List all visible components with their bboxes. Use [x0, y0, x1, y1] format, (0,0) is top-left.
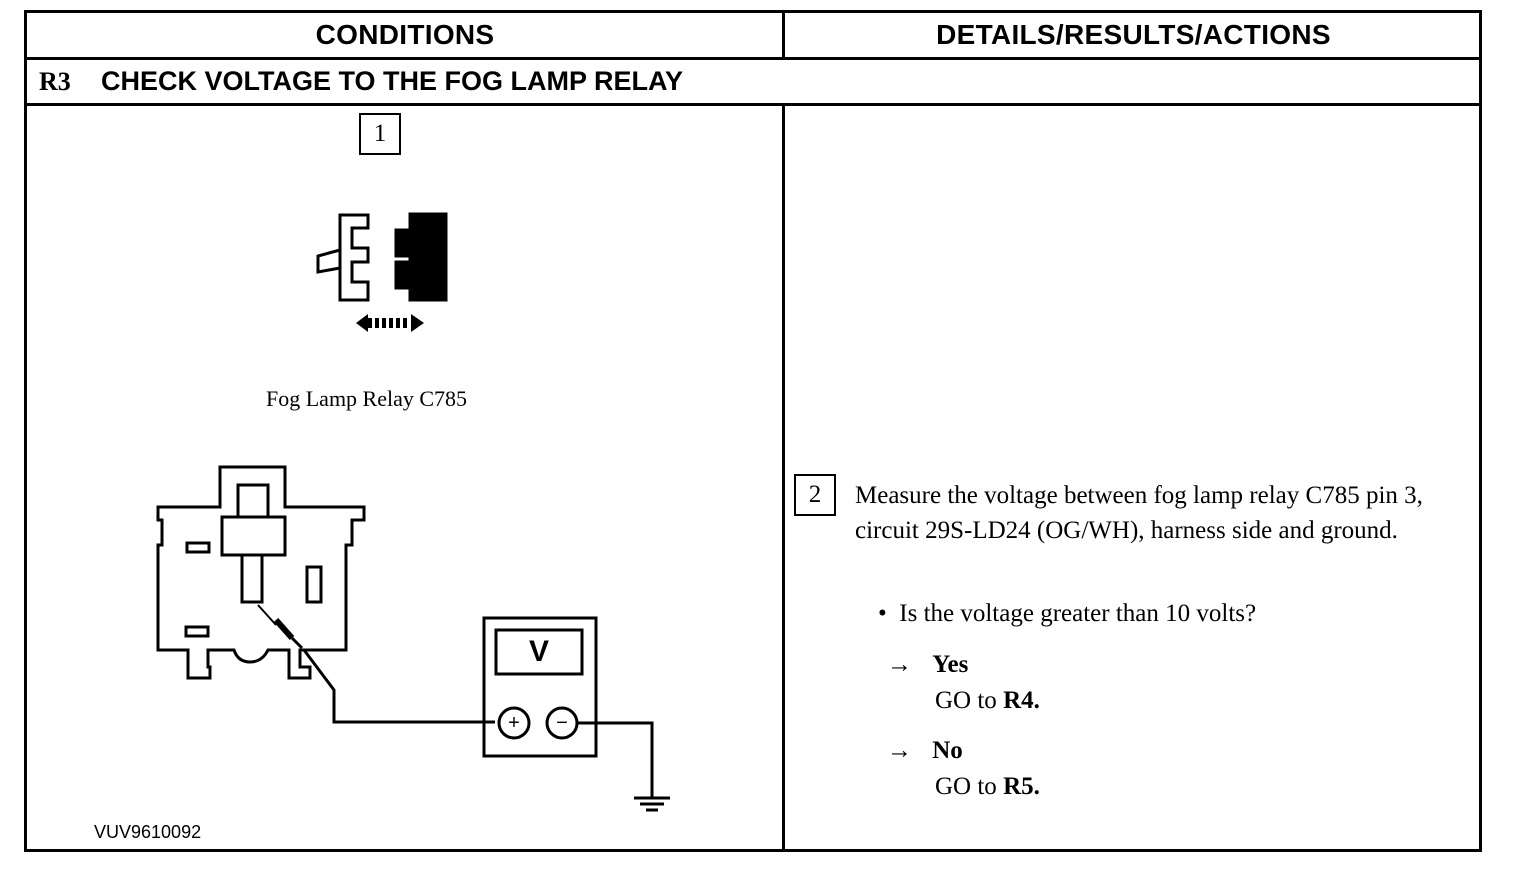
section-title: CHECK VOLTAGE TO THE FOG LAMP RELAY: [101, 66, 684, 96]
details-header: DETAILS/RESULTS/ACTIONS: [936, 19, 1331, 50]
answer-no: → No: [887, 737, 963, 765]
procedure-table: CONDITIONS DETAILS/RESULTS/ACTIONS R3 CH…: [24, 10, 1482, 852]
connector-caption: Fog Lamp Relay C785: [266, 386, 468, 411]
arrow-right-icon: →: [887, 651, 912, 678]
conditions-header: CONDITIONS: [315, 19, 495, 50]
figure-id: VUV9610092: [94, 822, 202, 842]
relay-connector-icon: [156, 465, 366, 680]
meter-minus-terminal: −: [556, 711, 568, 734]
step-2-instruction: Measure the voltage between fog lamp rel…: [855, 482, 1423, 544]
meter-plus-terminal: +: [508, 711, 520, 734]
answer-yes-action: GO to R4.: [935, 687, 1040, 715]
section-row: R3 CHECK VOLTAGE TO THE FOG LAMP RELAY: [27, 60, 1479, 103]
question-text: Is the voltage greater than 10 volts?: [899, 600, 1257, 627]
header-divider: [782, 13, 785, 60]
step-1-number: 1: [359, 113, 401, 155]
section-rule: [27, 103, 1479, 106]
answer-yes-target: R4.: [1003, 687, 1040, 714]
question: • Is the voltage greater than 10 volts?: [878, 600, 1256, 628]
answer-no-label: No: [932, 737, 963, 764]
probe-icon: [257, 604, 495, 724]
section-code: R3: [39, 66, 71, 96]
bullet: •: [878, 600, 887, 627]
step-2-number: 2: [794, 474, 836, 516]
meter-label: V: [528, 635, 549, 668]
header-rule: [27, 57, 1479, 60]
answer-yes-label: Yes: [932, 651, 969, 678]
double-arrow-icon: [356, 314, 424, 332]
answer-yes-action-prefix: GO to: [935, 687, 1004, 714]
arrow-right-icon: →: [887, 737, 912, 764]
answer-no-action-prefix: GO to: [935, 773, 1004, 800]
ground-icon: [634, 796, 670, 812]
answer-no-target: R5.: [1003, 773, 1040, 800]
connector-disconnected-icon: [316, 212, 448, 302]
column-divider: [782, 103, 785, 849]
answer-yes: → Yes: [887, 651, 968, 679]
answer-no-action: GO to R5.: [935, 773, 1040, 801]
voltmeter-icon: [482, 616, 654, 798]
